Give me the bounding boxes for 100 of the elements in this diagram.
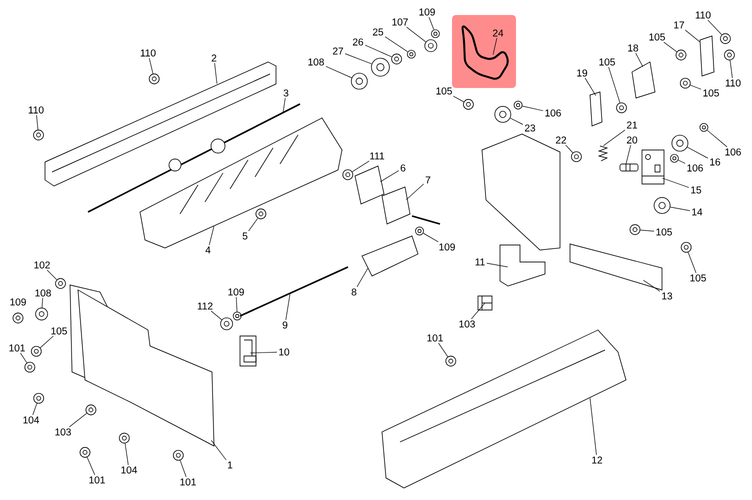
leader-line [635, 52, 644, 67]
leader-line [210, 440, 227, 460]
callout-number: 15 [691, 186, 702, 194]
callout-number: 110 [140, 49, 156, 57]
screw-drawing [24, 362, 36, 373]
callout-number: 103 [55, 428, 71, 436]
callout-number: 103 [459, 320, 475, 328]
leader-line [248, 218, 258, 232]
callout-number: 105 [690, 274, 706, 282]
leader-line [510, 118, 524, 125]
leader-line [352, 160, 370, 172]
gear-drawing [220, 317, 233, 330]
leader-line [406, 26, 426, 42]
screw-drawing [670, 154, 679, 163]
callout-number: 19 [577, 69, 588, 77]
leader-line [236, 296, 238, 312]
callout-number: 108 [35, 289, 51, 297]
screw-drawing [700, 123, 708, 132]
callout-number: 111 [370, 152, 384, 160]
screw-drawing [463, 99, 474, 110]
bracket-drawing [632, 61, 656, 98]
leader-line [670, 206, 690, 211]
screw-drawing [86, 404, 96, 416]
callout-number: 106 [725, 148, 741, 156]
callout-number: 14 [692, 208, 702, 216]
callout-number: 107 [392, 18, 408, 26]
callout-number: 21 [626, 122, 638, 128]
leader-line [380, 170, 399, 182]
leader-line [180, 460, 186, 478]
callout-number: 17 [674, 22, 684, 28]
leader-line [124, 443, 129, 466]
leader-line [452, 96, 464, 102]
leader-line [326, 66, 352, 78]
leader-line [640, 230, 654, 232]
leader-line [690, 84, 702, 90]
leader-line [69, 412, 88, 428]
leader-line [36, 114, 38, 130]
leader-line [608, 66, 620, 103]
callout-number: 109 [439, 243, 455, 251]
callout-number: 109 [419, 8, 435, 16]
callout-number: 24 [492, 30, 504, 36]
callout-number: 4 [205, 246, 210, 254]
callout-number: 105 [656, 228, 672, 236]
rail-drawing [44, 62, 276, 186]
leader-line [730, 60, 733, 78]
screw-drawing [616, 102, 627, 114]
pin-drawing [620, 164, 638, 172]
screw-drawing [232, 312, 242, 320]
gear-drawing [654, 197, 670, 214]
callout-number: 112 [198, 302, 212, 310]
leader-line [471, 303, 485, 320]
callout-number: 9 [282, 321, 288, 329]
bracket-drawing [642, 150, 664, 184]
screw-drawing [676, 50, 686, 60]
leader-line [20, 352, 28, 364]
bracket-drawing [240, 336, 256, 366]
leader-line [364, 44, 392, 58]
leader-line [250, 352, 278, 354]
leader-line [282, 98, 286, 113]
leader-line [286, 294, 290, 320]
screw-drawing [148, 74, 160, 84]
screw-drawing [431, 29, 440, 38]
screw-drawing [415, 226, 424, 236]
callout-number: 26 [352, 38, 364, 46]
leader-line [384, 36, 408, 52]
plate-drawing [354, 166, 384, 204]
lever-drawing [590, 92, 602, 126]
leader-line [42, 298, 43, 308]
callout-number: 101 [89, 476, 105, 484]
leader-line [684, 30, 700, 42]
leader-line [422, 232, 439, 242]
screw-drawing [256, 208, 266, 220]
screw-drawing [391, 54, 402, 64]
callout-number: 110 [726, 79, 741, 87]
leader-line [565, 144, 574, 154]
callout-number: 3 [284, 89, 288, 97]
callout-number: 101 [180, 478, 196, 486]
screw-drawing [30, 346, 42, 357]
callout-number: 20 [626, 136, 638, 144]
callout-number: 105 [51, 327, 67, 335]
callout-number: 22 [556, 136, 566, 144]
frame-drawing [382, 330, 626, 488]
cover-drawing [140, 118, 342, 248]
spring-drawing [598, 146, 608, 162]
leader-line [32, 403, 38, 416]
screw-drawing [514, 100, 522, 110]
leader-line [584, 78, 596, 96]
leader-line [214, 62, 218, 84]
callout-number: 23 [524, 124, 536, 132]
clip-drawing [478, 296, 492, 310]
screw-drawing [172, 450, 184, 461]
leader-line [428, 16, 434, 30]
screw-drawing [33, 392, 44, 404]
leader-line [486, 262, 508, 268]
leader-line [643, 280, 660, 292]
leader-line [492, 38, 498, 55]
screw-drawing [118, 432, 130, 444]
callout-number: 12 [592, 456, 602, 464]
callout-number: 10 [279, 348, 290, 356]
leader-line [344, 53, 372, 64]
